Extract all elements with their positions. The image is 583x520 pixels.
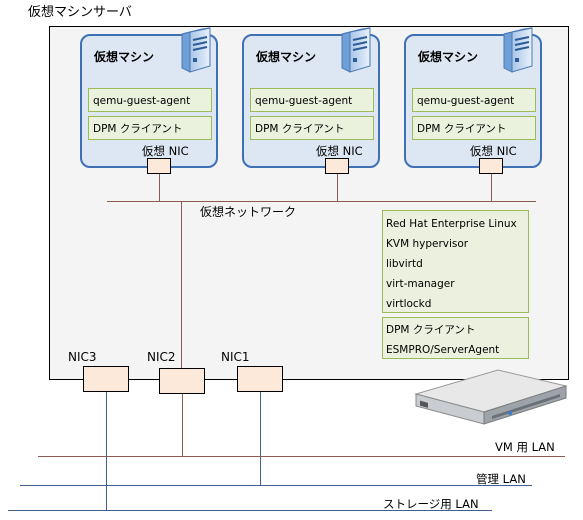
vnic2-link [337,174,338,201]
vm-lan-label: VM 用 LAN [495,440,555,454]
vm3-app-qemu: qemu-guest-agent [412,88,536,112]
vm3-app-qemu-label: qemu-guest-agent [417,95,515,107]
vm1-nic-label: 仮想 NIC [142,144,189,158]
vm2-app-dpm: DPM クライアント [250,116,374,140]
vm-title-1: 仮想マシン [94,50,155,64]
vm3-app-dpm: DPM クライアント [412,116,536,140]
vm1-app-dpm: DPM クライアント [88,116,212,140]
server-icon [180,26,214,76]
server-icon [502,26,536,76]
host-sw-libvirtd: libvirtd [386,258,423,270]
vnic1-link [159,174,160,201]
host-title: 仮想マシンサーバ [28,5,132,20]
vm2-nic-label: 仮想 NIC [316,144,363,158]
virtual-nic-1 [147,158,171,174]
physical-nic-2 [159,368,205,394]
vm-title-3: 仮想マシン [418,50,479,64]
vnic3-link [491,174,492,201]
nic2-label: NIC2 [147,350,176,364]
vm1-app-dpm-label: DPM クライアント [93,123,183,135]
host-software-box: Red Hat Enterprise Linux KVM hypervisor … [382,210,529,313]
nic1-label: NIC1 [221,350,250,364]
host-sw-virtlockd: virtlockd [386,298,432,310]
virtual-network-line [107,201,536,202]
nic3-label: NIC3 [68,350,97,364]
server-icon [340,26,374,76]
physical-nic-1 [237,366,283,392]
nic1-to-mgmt-lan-link [260,392,261,485]
vm-box-1: 仮想マシン qemu-guest-agent DPM クライアント 仮想 NIC [80,34,218,168]
vm1-app-qemu: qemu-guest-agent [88,88,212,112]
vm-title-2: 仮想マシン [256,50,317,64]
storage-lan-line [8,510,492,511]
vm2-app-qemu-label: qemu-guest-agent [255,95,353,107]
mgmt-lan-label: 管理 LAN [476,472,526,486]
mgmt-lan-line [20,485,532,486]
vm2-app-qemu: qemu-guest-agent [250,88,374,112]
storage-lan-label: ストレージ用 LAN [383,497,479,511]
vm-lan-line [38,456,565,457]
host-agents-box: DPM クライアント ESMPRO/ServerAgent [382,317,529,359]
virtual-nic-2 [325,158,349,174]
vm2-app-dpm-label: DPM クライアント [255,123,345,135]
virtual-nic-3 [479,158,503,174]
physical-nic-3 [83,366,129,392]
host-agent-esmpro: ESMPRO/ServerAgent [386,344,500,356]
vm-box-3: 仮想マシン qemu-guest-agent DPM クライアント 仮想 NIC [404,34,542,168]
nic3-to-storage-lan-link [106,392,107,510]
host-agent-dpm: DPM クライアント [386,324,476,336]
nic2-to-vm-lan-link [182,394,183,456]
vm-box-2: 仮想マシン qemu-guest-agent DPM クライアント 仮想 NIC [242,34,380,168]
vm3-app-dpm-label: DPM クライアント [417,123,507,135]
host-sw-kvm: KVM hypervisor [386,238,469,250]
server-hardware-image [414,369,568,425]
host-sw-os: Red Hat Enterprise Linux [386,218,517,230]
virtual-network-label: 仮想ネットワーク [200,205,297,219]
vnet-to-nic2-link [181,201,182,368]
vm3-nic-label: 仮想 NIC [470,144,517,158]
host-sw-virt-manager: virt-manager [386,278,455,290]
vm1-app-qemu-label: qemu-guest-agent [93,95,191,107]
